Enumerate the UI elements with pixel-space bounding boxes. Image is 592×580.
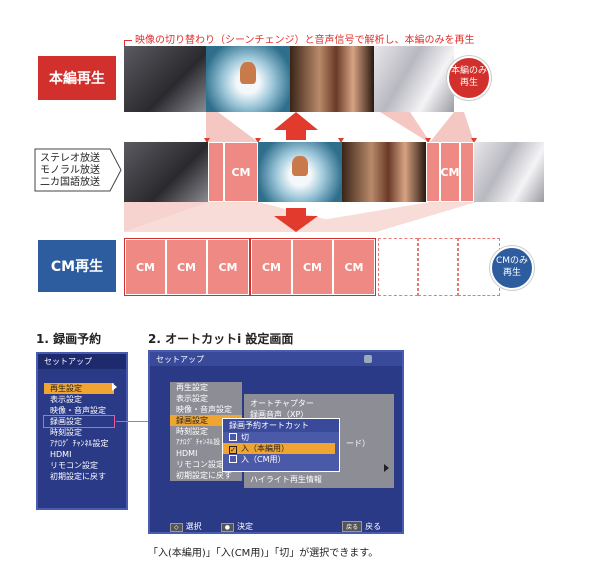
menu1-item-video-audio[interactable]: 映像・音声設定	[50, 406, 106, 415]
cm-seg-5: CM	[292, 239, 333, 295]
checkbox-cm[interactable]	[229, 455, 237, 463]
menu2-item-recording[interactable]: 録画設定	[170, 415, 242, 426]
menu1-item-playback[interactable]: 再生設定	[44, 383, 114, 394]
broadcast-mono: モノラル放送	[40, 165, 100, 176]
footer-select: ◇選択	[170, 522, 202, 532]
frame-newspaper	[374, 46, 454, 112]
frame-newspaper-2	[474, 142, 544, 202]
cm-block-a2: CM	[224, 142, 258, 202]
cm-seg-1: CM	[125, 239, 166, 295]
menu1-item-analog-channel[interactable]: ｱﾅﾛｸﾞ ﾁｬﾝﾈﾙ設定	[50, 439, 109, 448]
menu1-item-recording[interactable]: 録画設定	[43, 415, 115, 428]
cm-strip: CM CM CM CM CM CM	[124, 238, 500, 296]
broadcast-filmstrip: CM CM	[124, 142, 544, 202]
menu-connector	[116, 421, 168, 422]
enter-key-icon: ●	[220, 523, 234, 532]
back-key-icon: 戻る	[342, 521, 363, 532]
frame-surfer	[206, 46, 290, 112]
menu2-item-clock[interactable]: 時刻設定	[170, 426, 242, 437]
menu1-item-remote[interactable]: リモコン設定	[50, 461, 98, 470]
menu2-item-display[interactable]: 表示設定	[170, 393, 242, 404]
menu2-item-analog-channel[interactable]: ｱﾅﾛｸﾞ ﾁｬﾝﾈﾙ設	[170, 437, 242, 448]
broadcast-label-shape	[34, 148, 122, 192]
sub-item-partial: ード）	[346, 439, 370, 448]
autocut-option-off[interactable]: 切	[223, 432, 339, 443]
setup-menu-small-header: セットアップ	[38, 354, 126, 369]
menu2-item-video-audio[interactable]: 映像・音声設定	[170, 404, 242, 415]
dpad-icon: ◇	[170, 523, 183, 532]
menu1-item-clock[interactable]: 時刻設定	[50, 428, 82, 437]
section1-title: 1. 録画予約	[36, 332, 102, 346]
broadcast-types: ステレオ放送 モノラル放送 二カ国語放送	[40, 153, 100, 189]
setup-screen-header: セットアップ	[150, 352, 402, 366]
menu2-item-playback[interactable]: 再生設定	[170, 382, 242, 393]
top-caption: 映像の切り替わり（シーンチェンジ）と音声信号で解析し、本編のみを再生	[132, 31, 478, 46]
setup-screen: セットアップ 再生設定 表示設定 映像・音声設定 録画設定 時刻設定 ｱﾅﾛｸﾞ…	[148, 350, 404, 534]
main-only-circle: 本編のみ再生	[447, 56, 491, 100]
broadcast-stereo: ステレオ放送	[40, 153, 100, 164]
cm-seg-3: CM	[207, 239, 249, 295]
cm-seg-2: CM	[166, 239, 207, 295]
autocut-option-main[interactable]: ✓入（本編用）	[223, 443, 335, 454]
broadcast-bilingual: 二カ国語放送	[40, 177, 100, 188]
menu2-item-hdmi[interactable]: HDMI	[170, 448, 242, 459]
cm-block-b2: CM	[440, 142, 460, 202]
sub-item-highlight[interactable]: ハイライト再生情報	[250, 475, 322, 484]
menu2-item-remote[interactable]: リモコン設定	[170, 459, 242, 470]
cm-block-a1	[208, 142, 224, 202]
main-filmstrip	[124, 46, 454, 112]
cm-only-circle: CMのみ再生	[490, 246, 534, 290]
checkbox-main[interactable]: ✓	[229, 446, 237, 454]
bottom-note: 「入(本編用)」「入(CM用)」「切」が選択できます。	[148, 548, 379, 559]
footer-back: 戻る戻る	[342, 521, 381, 532]
frame-woman-station	[124, 46, 206, 112]
setup-menu-small: セットアップ 再生設定 表示設定 映像・音声設定 録画設定 時刻設定 ｱﾅﾛｸﾞ…	[36, 352, 128, 510]
cm-seg-4: CM	[251, 239, 292, 295]
autocut-option-cm[interactable]: 入（CM用）	[223, 454, 339, 465]
section2-title: 2. オートカットi 設定画面	[148, 332, 294, 346]
menu2-item-reset[interactable]: 初期設定に戻す	[170, 470, 242, 481]
frame-woman-station-2	[124, 142, 208, 202]
cm-seg-6: CM	[333, 239, 375, 295]
menu1-item-hdmi[interactable]: HDMI	[50, 450, 72, 459]
main-playback-label: 本編再生	[38, 56, 116, 100]
menu1-item-reset[interactable]: 初期設定に戻す	[50, 472, 106, 481]
sub-item-autochapter[interactable]: オートチャプター	[250, 399, 314, 408]
checkbox-off[interactable]	[229, 433, 237, 441]
cm-block-b3	[460, 142, 474, 202]
cm-playback-label: CM再生	[38, 240, 116, 292]
autocut-popup-title: 録画予約オートカット	[223, 419, 339, 432]
frame-surfer-2	[258, 142, 342, 202]
setup-footer: ◇選択 ●決定 戻る戻る	[170, 514, 390, 533]
frame-couple	[290, 46, 374, 112]
cm-empty-2	[418, 238, 458, 296]
sub-item-rec-audio[interactable]: 録画音声（XP）	[250, 410, 309, 419]
menu1-item-display[interactable]: 表示設定	[50, 395, 82, 404]
cm-empty-1	[378, 238, 418, 296]
frame-couple-2	[342, 142, 426, 202]
disc-icon	[364, 355, 372, 363]
menu1-arrow-icon	[112, 383, 117, 391]
cm-block-b1	[426, 142, 440, 202]
sub-arrow-icon	[384, 464, 389, 472]
footer-confirm: ●決定	[220, 522, 253, 532]
autocut-popup: 録画予約オートカット 切 ✓入（本編用） 入（CM用）	[222, 418, 340, 472]
